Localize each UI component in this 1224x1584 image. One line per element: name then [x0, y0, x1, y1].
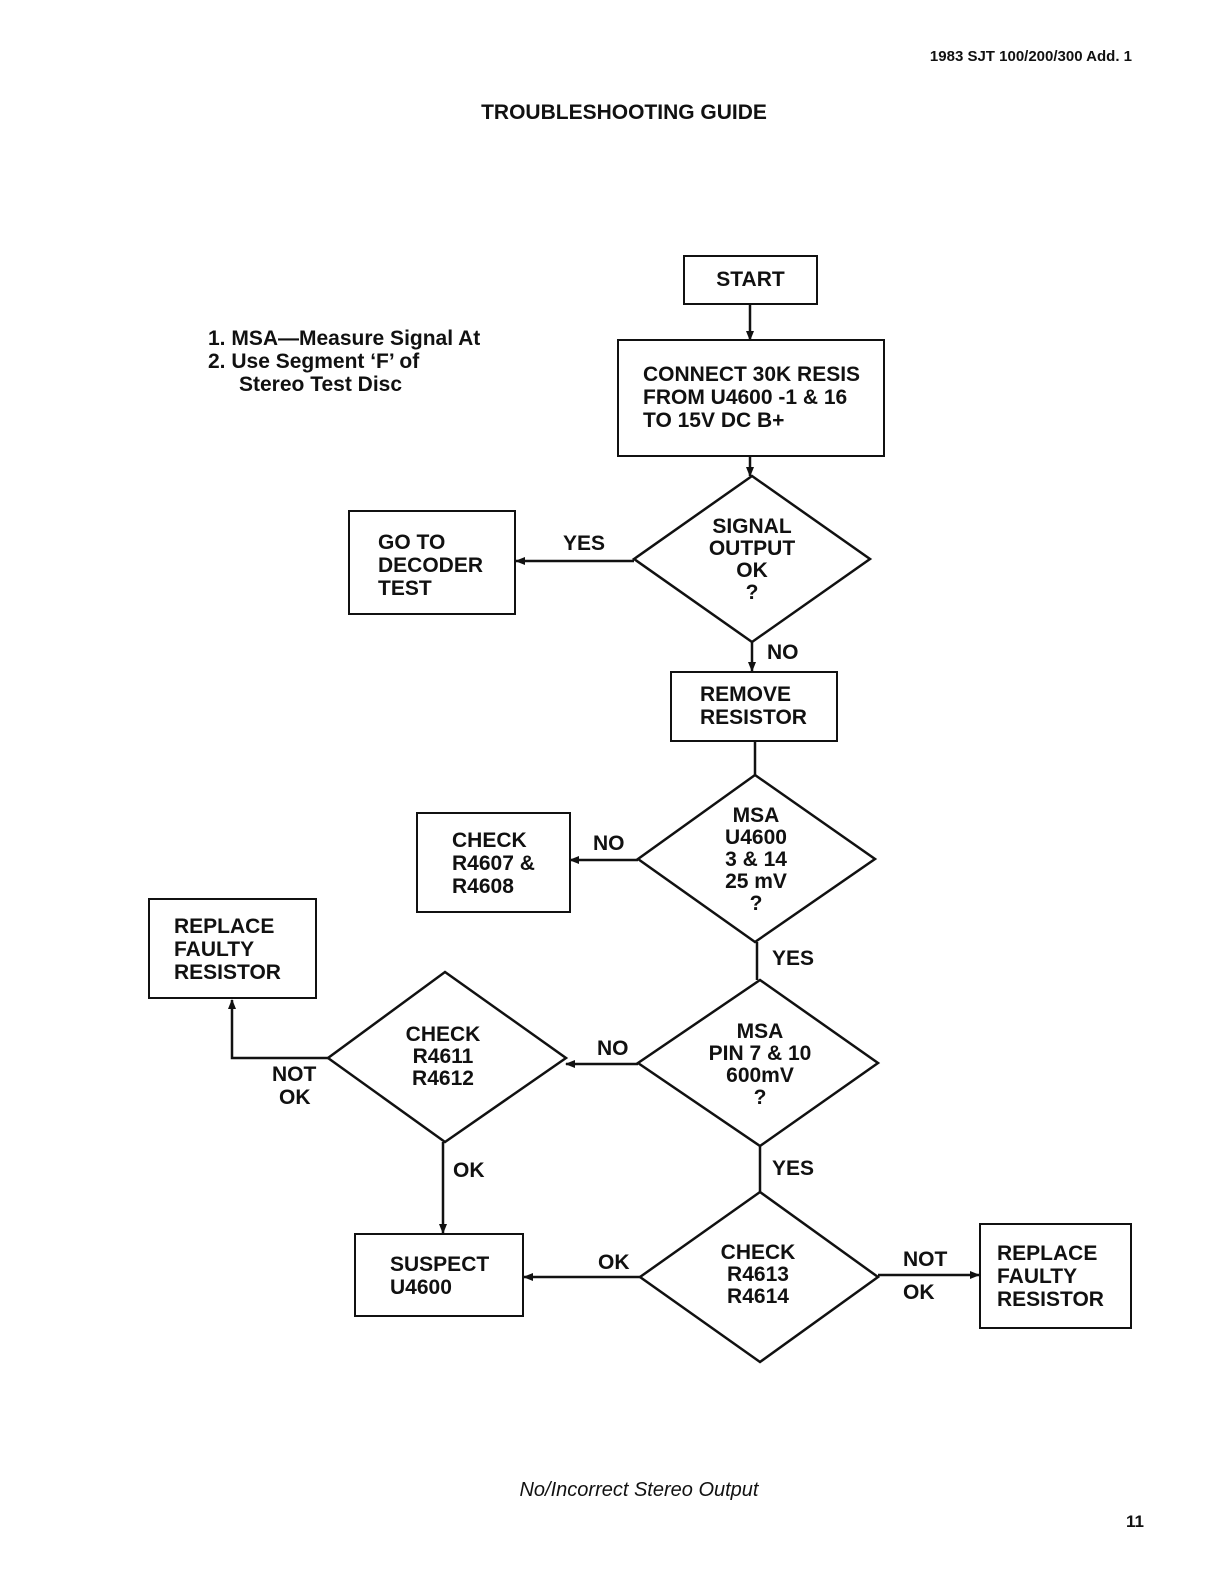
- node-start: START: [683, 255, 818, 305]
- edge-r4611-replace: [228, 999, 328, 1060]
- page-title: TROUBLESHOOTING GUIDE: [481, 101, 767, 124]
- node-replace-left-line-1: REPLACE: [174, 915, 275, 938]
- node-decoder-line-2: DECODER: [378, 554, 484, 577]
- edge-label-msa1-no: NO: [593, 832, 625, 855]
- document-reference: 1983 SJT 100/200/300 Add. 1: [929, 48, 1132, 65]
- decision-signal-line-2: OUTPUT: [708, 537, 796, 560]
- node-remove-line-2: RESISTOR: [700, 706, 807, 729]
- node-replace-left-line-2: FAULTY: [174, 938, 255, 961]
- edge-label-msa1-yes: YES: [772, 947, 815, 970]
- node-replace-faulty-left: REPLACE FAULTY RESISTOR: [148, 898, 317, 999]
- decision-r4613-line-3: R4614: [727, 1285, 789, 1308]
- decision-check-r4613: [637, 1190, 881, 1364]
- node-remove-line-1: REMOVE: [700, 683, 792, 706]
- figure-caption: No/Incorrect Stereo Output: [519, 1479, 759, 1501]
- decision-msa-pin7-10: [635, 978, 881, 1148]
- node-suspect-line-1: SUSPECT: [390, 1253, 490, 1276]
- node-replace-right-line-1: REPLACE: [997, 1242, 1098, 1265]
- node-replace-right-line-3: RESISTOR: [997, 1288, 1104, 1311]
- decision-msa1-line-1: MSA: [732, 804, 780, 827]
- decision-msa1-line-3: 3 & 14: [725, 848, 787, 871]
- decision-check-r4613-label: CHECK R4613 R4614: [698, 1242, 818, 1308]
- decision-r4611-line-2: R4611: [412, 1045, 474, 1068]
- node-check-r4607: CHECK R4607 & R4608: [416, 812, 571, 913]
- node-suspect-line-2: U4600: [390, 1276, 452, 1299]
- edge-label-msa2-no: NO: [597, 1037, 629, 1060]
- notes: 1. MSA—Measure Signal At 2. Use Segment …: [208, 327, 480, 396]
- decision-msa1-line-4: 25 mV: [725, 870, 787, 893]
- edge-label-r4611-not: NOT: [272, 1063, 317, 1086]
- edge-label-r4613-not: NOT: [903, 1248, 948, 1271]
- decision-msa1-line-2: U4600: [725, 826, 787, 849]
- node-replace-left-line-3: RESISTOR: [174, 961, 281, 984]
- decision-msa2-line-1: MSA: [736, 1020, 784, 1043]
- edge-label-signal-no: NO: [767, 641, 799, 664]
- node-replace-faulty-right: REPLACE FAULTY RESISTOR: [979, 1223, 1132, 1329]
- decision-msa2-line-4: ?: [753, 1086, 767, 1109]
- decision-r4613-line-1: CHECK: [720, 1241, 796, 1264]
- decision-msa-u4600-label: MSA U4600 3 & 14 25 mV ?: [696, 805, 816, 915]
- edge-label-r4611-not-ok: OK: [279, 1086, 311, 1109]
- decision-msa-u4600: [635, 773, 878, 944]
- node-connect-line-1: CONNECT 30K RESIS: [643, 363, 861, 386]
- note-1: 1. MSA—Measure Signal At: [208, 327, 481, 350]
- node-connect-resistor: CONNECT 30K RESIS FROM U4600 -1 & 16 TO …: [617, 339, 885, 457]
- node-check-r4607-line-2: R4607 &: [452, 852, 535, 875]
- node-decoder-line-3: TEST: [378, 577, 432, 600]
- decision-check-r4611-label: CHECK R4611 R4612: [383, 1024, 503, 1090]
- decision-msa-pin-label: MSA PIN 7 & 10 600mV ?: [692, 1021, 828, 1109]
- note-2-cont: Stereo Test Disc: [239, 373, 403, 396]
- decision-signal-line-3: OK: [736, 559, 768, 582]
- node-suspect-u4600: SUSPECT U4600: [354, 1233, 524, 1317]
- note-2: 2. Use Segment ‘F’ of: [208, 350, 420, 373]
- node-decoder-line-1: GO TO: [378, 531, 446, 554]
- node-remove-resistor: REMOVE RESISTOR: [670, 671, 838, 742]
- decision-msa2-line-3: 600mV: [726, 1064, 794, 1087]
- decision-r4611-line-1: CHECK: [405, 1023, 481, 1046]
- decision-check-r4611: [325, 970, 569, 1144]
- edge-label-r4613-ok: OK: [598, 1251, 630, 1274]
- decision-signal-line-4: ?: [745, 581, 759, 604]
- node-check-r4607-line-3: R4608: [452, 875, 514, 898]
- node-connect-line-2: FROM U4600 -1 & 16: [643, 386, 848, 409]
- edge-label-msa2-yes: YES: [772, 1157, 815, 1180]
- decision-signal-line-1: SIGNAL: [712, 515, 792, 538]
- decision-signal-output-label: SIGNAL OUTPUT OK ?: [692, 516, 812, 604]
- decision-r4613-line-2: R4613: [727, 1263, 789, 1286]
- edge-label-r4611-ok: OK: [453, 1159, 485, 1182]
- edge-label-r4613-not-ok: OK: [903, 1281, 935, 1304]
- node-connect-line-3: TO 15V DC B+: [643, 409, 785, 432]
- decision-msa2-line-2: PIN 7 & 10: [708, 1042, 812, 1065]
- node-check-r4607-line-1: CHECK: [452, 829, 527, 852]
- decision-signal-output: [631, 474, 873, 644]
- node-go-to-decoder: GO TO DECODER TEST: [348, 510, 516, 615]
- node-replace-right-line-2: FAULTY: [997, 1265, 1078, 1288]
- edge-label-signal-yes: YES: [563, 532, 606, 555]
- decision-r4611-line-3: R4612: [412, 1067, 474, 1090]
- node-start-label: START: [716, 268, 785, 291]
- page-number: 11: [1126, 1512, 1144, 1531]
- decision-msa1-line-5: ?: [749, 892, 763, 915]
